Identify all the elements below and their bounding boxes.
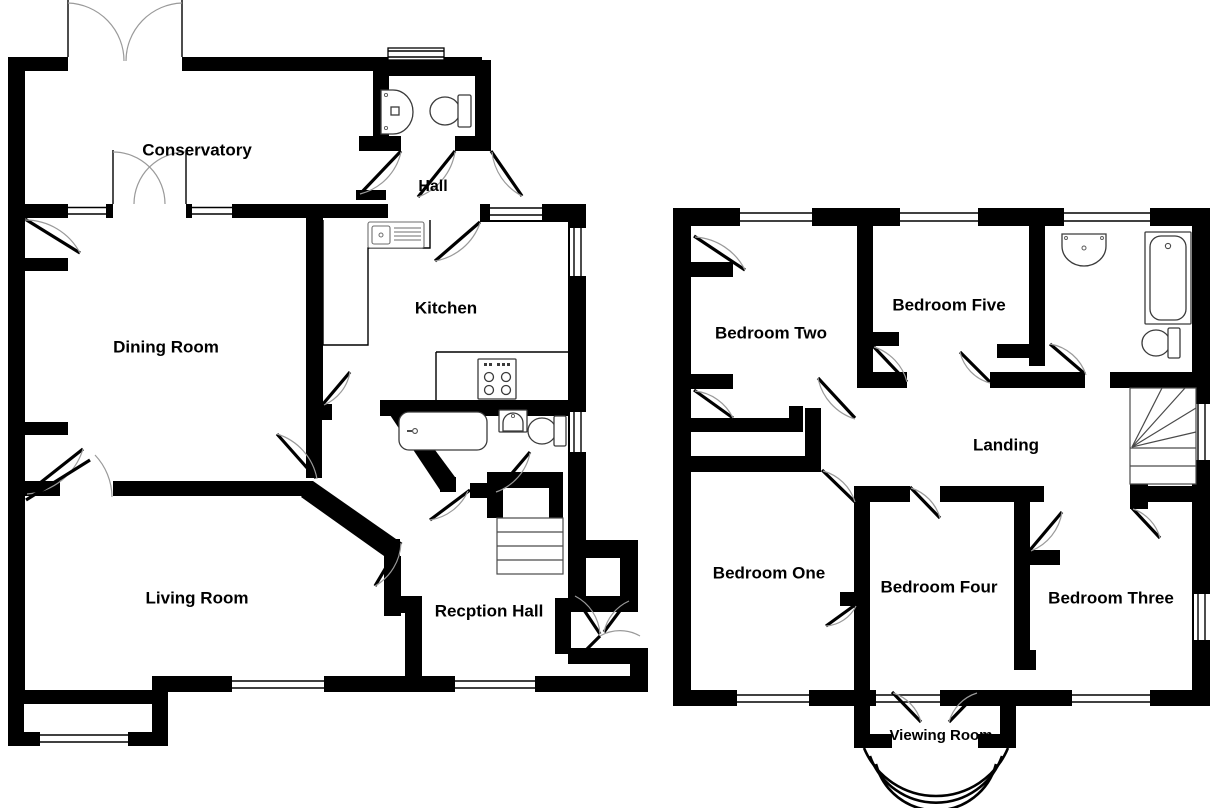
- first-floor-windows: [737, 208, 1210, 706]
- room-label-dining-room: Dining Room: [113, 337, 219, 356]
- room-label-bedroom-five: Bedroom Five: [892, 295, 1005, 314]
- ground-floor-windows: [40, 47, 586, 746]
- room-label-living-room: Living Room: [146, 588, 249, 607]
- staircase-down-icon: [496, 517, 564, 575]
- curved-balcony-icon: [862, 747, 1010, 808]
- kitchen-counter: [322, 220, 431, 346]
- first-floor-fixtures: [862, 231, 1197, 808]
- bathtub-icon: [398, 411, 488, 451]
- kitchen-hob-icon: [435, 351, 568, 400]
- room-label-hall: Hall: [418, 178, 447, 195]
- staircase-up-icon: [1129, 387, 1197, 485]
- room-label-bedroom-three: Bedroom Three: [1048, 588, 1174, 607]
- room-label-conservatory: Conservatory: [142, 140, 252, 159]
- bathroom-basin-icon: [498, 409, 528, 433]
- bathtub-icon-upper: [1144, 231, 1192, 325]
- bathroom-toilet-icon-upper: [1141, 327, 1181, 359]
- room-label-landing: Landing: [973, 435, 1039, 454]
- bathroom-toilet-icon: [527, 415, 567, 447]
- first-floor-plan: Bedroom Two Bedroom Five Landing Bedroom…: [673, 208, 1210, 808]
- room-label-bedroom-one: Bedroom One: [713, 563, 825, 582]
- ground-floor-labels: Conservatory Hall Kitchen Dining Room Li…: [113, 140, 543, 620]
- first-floor-doors: [693, 234, 1162, 724]
- bathroom-basin-icon-upper: [1061, 233, 1107, 267]
- room-label-kitchen: Kitchen: [415, 298, 477, 317]
- room-label-bedroom-four: Bedroom Four: [880, 577, 997, 596]
- ground-floor-plan: Conservatory Hall Kitchen Dining Room Li…: [8, 0, 648, 746]
- room-label-bedroom-two: Bedroom Two: [715, 323, 827, 342]
- ground-floor-doors: [24, 0, 641, 664]
- wc-toilet-icon: [429, 94, 472, 128]
- ground-floor-fixtures: [322, 89, 568, 575]
- wc-basin-icon: [380, 89, 414, 135]
- first-floor-labels: Bedroom Two Bedroom Five Landing Bedroom…: [713, 295, 1174, 743]
- room-label-viewing-room: Viewing Room: [889, 727, 992, 744]
- room-label-recption-hall: Recption Hall: [435, 601, 544, 620]
